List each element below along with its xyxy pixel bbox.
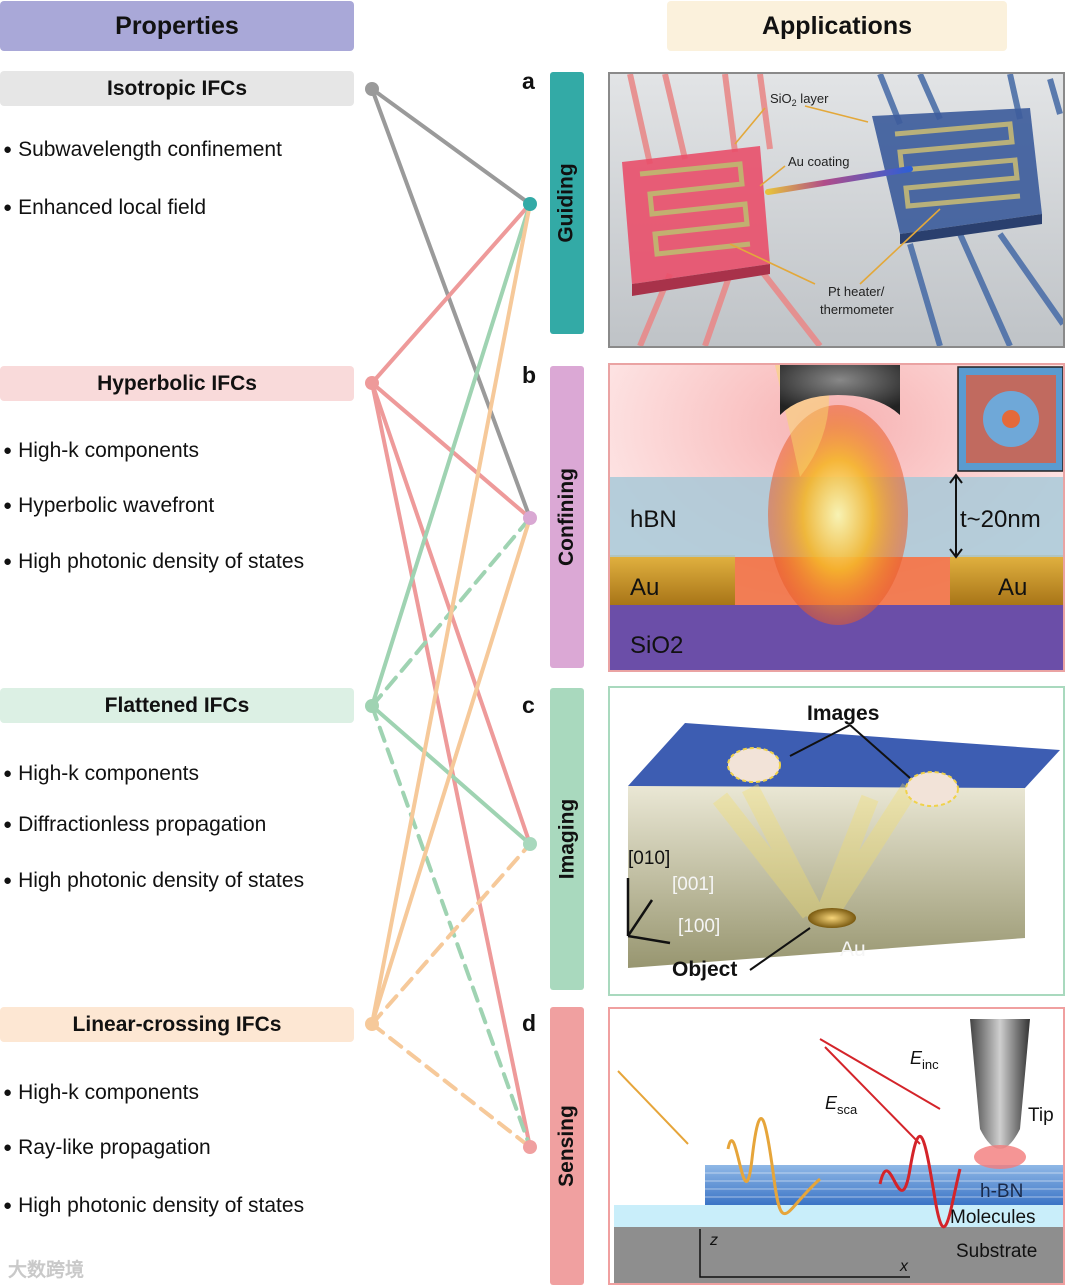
property-node [365,376,379,390]
panel-letter-c: c [522,692,535,718]
link-line [370,87,532,520]
bullet-item: ●High-k components [3,762,199,785]
bullet-item: ●Ray-like propagation [3,1136,211,1159]
direction-100-label: [100] [678,916,720,937]
property-node [365,699,379,713]
link-line [370,202,532,1026]
au-coating-label: Au coating [788,154,849,169]
panel-letter-a: a [522,68,535,94]
substrate-label: Substrate [956,1241,1037,1262]
link-line [370,202,532,385]
molecules-label: Molecules [950,1207,1036,1228]
svg-text:Esca: Esca [825,1093,858,1117]
au-object-label: Au [840,938,866,961]
confining-tab: Confining [550,366,584,668]
images-label: Images [807,702,879,725]
bullet-item: ●High photonic density of states [3,1194,305,1217]
svg-text:Einc: Einc [910,1048,939,1072]
hyperbolic-ifcs-label: Hyperbolic IFCs [0,366,354,401]
x-axis-label: x [899,1258,909,1275]
sensing-tab: Sensing [550,1007,584,1285]
bullet-item: ●Subwavelength confinement [3,138,282,161]
guiding-tab: Guiding [550,72,584,334]
panel-d-sensing: Einc Esca Tip h-BN Molecules Substrate z… [608,1007,1065,1285]
hbn-label-d: h-BN [980,1181,1023,1202]
au-right-label: Au [998,574,1027,601]
direction-010-label: [010] [628,848,670,869]
bullet-item: ●High-k components [3,1081,199,1104]
panel-a-guiding: SiO2 layer Au coating Pt heater/ thermom… [608,72,1065,348]
application-node [523,511,537,525]
bullet-item: ●Hyperbolic wavefront [3,494,215,517]
link-line [370,87,532,206]
imaging-tab: Imaging [550,688,584,990]
tip-label: Tip [1028,1105,1054,1126]
thickness-label: t~20nm [960,506,1041,533]
bullet-item: ●High photonic density of states [3,550,305,573]
panel-b-confining: hBN t~20nm Au Au SiO2 [608,363,1065,672]
application-node [523,1140,537,1154]
property-application-links [365,82,537,1154]
svg-text:SiO2 layer: SiO2 layer [770,91,829,108]
application-node [523,197,537,211]
isotropic-ifcs-label: Isotropic IFCs [0,71,354,106]
link-line [370,202,532,708]
link-line [370,516,532,1026]
flattened-ifcs-label: Flattened IFCs [0,688,354,723]
link-line [370,1022,532,1149]
linear-crossing-ifcs-label: Linear-crossing IFCs [0,1007,354,1042]
property-node [365,1017,379,1031]
link-line [370,704,532,1149]
pt-heater-label: Pt heater/ [828,284,885,299]
link-line [370,842,532,1026]
bullet-item: ●High photonic density of states [3,869,305,892]
panel-c-imaging: Images [010] [001] [100] Object Au [608,686,1065,996]
watermark: 大数跨境 [8,1260,85,1281]
application-node [523,837,537,851]
direction-001-label: [001] [672,874,714,895]
properties-header: Properties [0,1,354,51]
applications-header: Applications [667,1,1007,51]
z-axis-label: z [709,1232,718,1249]
thermometer-label: thermometer [820,302,894,317]
object-label: Object [672,958,737,981]
au-left-label: Au [630,574,659,601]
bullet-item: ●High-k components [3,439,199,462]
panel-letter-d: d [522,1010,537,1036]
sio2-label: SiO2 [630,632,683,659]
panel-letter-b: b [522,362,537,388]
bullet-item: ●Enhanced local field [3,196,207,219]
bullet-item: ●Diffractionless propagation [3,813,267,836]
hbn-label: hBN [630,506,677,533]
property-node [365,82,379,96]
